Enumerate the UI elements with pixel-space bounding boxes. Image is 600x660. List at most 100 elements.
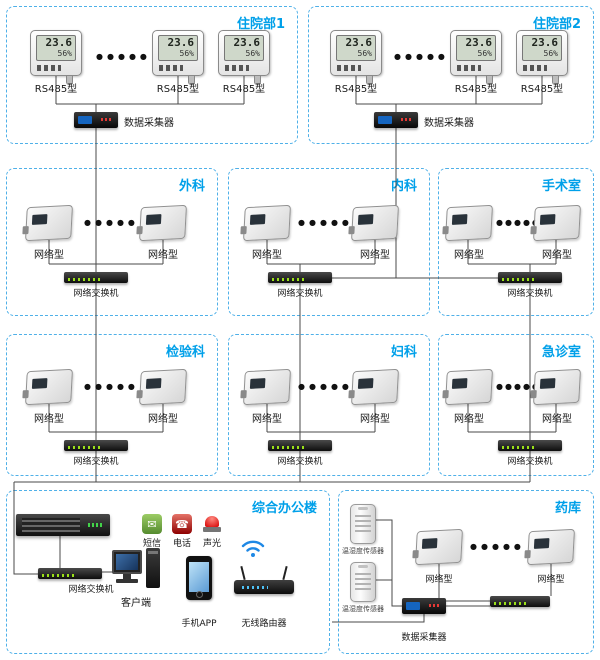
device-port [240,390,247,399]
switch-label: 网络交换机 [507,457,553,467]
device-label: 网络型 [148,414,178,425]
sensor-label: 温湿度传感器 [342,605,384,613]
device-buttons [225,65,249,71]
monitor-stand [123,574,131,579]
rs485-thermo-device: 23.6 56% [330,30,382,85]
device-label: 网络型 [252,250,282,261]
device-port [524,550,531,559]
network-switch [64,272,128,283]
monitor-base [116,579,138,583]
lcd-temp: 23.6 [465,36,493,49]
device-buttons [37,65,61,71]
ellipsis-dots: ●●●●● [84,218,139,227]
pc-tower [146,548,160,588]
probe [254,75,261,85]
temp-humidity-sensor [350,504,376,544]
device-port [240,226,247,235]
group-title-inpatient1: 住院部1 [236,17,285,32]
device-label: 网络型 [34,414,64,425]
ellipsis-dots: ●●●●● [96,52,151,61]
telephone-icon: ☎ [172,514,192,534]
device-screen [31,214,48,225]
lcd-humidity: 56% [357,49,372,58]
lcd-humidity: 56% [179,49,194,58]
alarm-dome [205,516,219,527]
device-port [530,390,537,399]
network-sensor-device [22,204,73,242]
device-label: RS485型 [34,84,78,95]
device-port [412,550,419,559]
monitor [112,550,142,574]
client-label: 客户端 [121,598,151,609]
device-port [442,226,449,235]
device-screen [249,378,266,389]
device-label: 网络型 [34,250,64,261]
network-switch [64,440,128,451]
device-port [22,226,29,235]
smartphone-icon [186,556,212,600]
lcd-temp: 23.6 [45,36,73,49]
network-switch [38,568,102,579]
data-collector [374,112,418,128]
network-sensor-device [136,204,187,242]
device-buttons [337,65,361,71]
lcd-display: 23.6 56% [158,35,198,61]
rs485-thermo-device: 23.6 56% [218,30,270,85]
lcd-display: 23.6 56% [336,35,376,61]
device-label: 网络型 [360,414,390,425]
group-title-operating-room: 手术室 [541,179,581,194]
lcd-temp: 23.6 [233,36,261,49]
collector-label: 数据采集器 [401,633,447,643]
switch-label: 网络交换机 [507,289,553,299]
probe [66,75,73,85]
device-label: 网络型 [360,250,390,261]
lcd-humidity: 56% [543,49,558,58]
lcd-humidity: 56% [245,49,260,58]
device-screen [31,378,48,389]
network-switch [268,272,332,283]
network-switch [490,596,550,607]
network-sensor-device [412,528,463,566]
network-sensor-device [240,204,291,242]
network-switch [268,440,332,451]
sensor-label: 温湿度传感器 [342,547,384,555]
network-sensor-device [348,204,399,242]
group-title-surgery: 外科 [178,179,205,194]
data-collector [402,598,446,614]
device-screen [451,378,468,389]
group-title-laboratory: 检验科 [165,345,205,360]
sms-label: 短信 [142,539,161,549]
rs485-thermo-device: 23.6 56% [516,30,568,85]
collector-label: 数据采集器 [424,118,474,129]
device-screen [249,214,266,225]
device-screen [145,378,162,389]
rs485-thermo-device: 23.6 56% [450,30,502,85]
device-label: 网络型 [454,414,484,425]
probe [486,75,493,85]
network-sensor-device [442,204,493,242]
device-screen [145,214,162,225]
device-port [442,390,449,399]
lcd-display: 23.6 56% [522,35,562,61]
ellipsis-dots: ●●●●● [496,382,541,391]
device-label: 网络型 [425,575,453,585]
alarm-label: 声光 [202,539,221,549]
lcd-humidity: 56% [57,49,72,58]
device-screen [451,214,468,225]
temp-humidity-sensor [350,562,376,602]
ellipsis-dots: ●●●●● [394,52,449,61]
switch-label: 网络交换机 [73,457,119,467]
device-port [136,226,143,235]
server [16,514,110,536]
network-switch [498,440,562,451]
network-switch [498,272,562,283]
group-title-internal-medicine: 内科 [390,179,417,194]
device-screen [533,538,550,549]
device-screen [421,538,438,549]
lcd-temp: 23.6 [531,36,559,49]
sms-icon: ✉ [142,514,162,534]
switch-label: 网络交换机 [73,289,119,299]
device-buttons [523,65,547,71]
device-port [348,390,355,399]
